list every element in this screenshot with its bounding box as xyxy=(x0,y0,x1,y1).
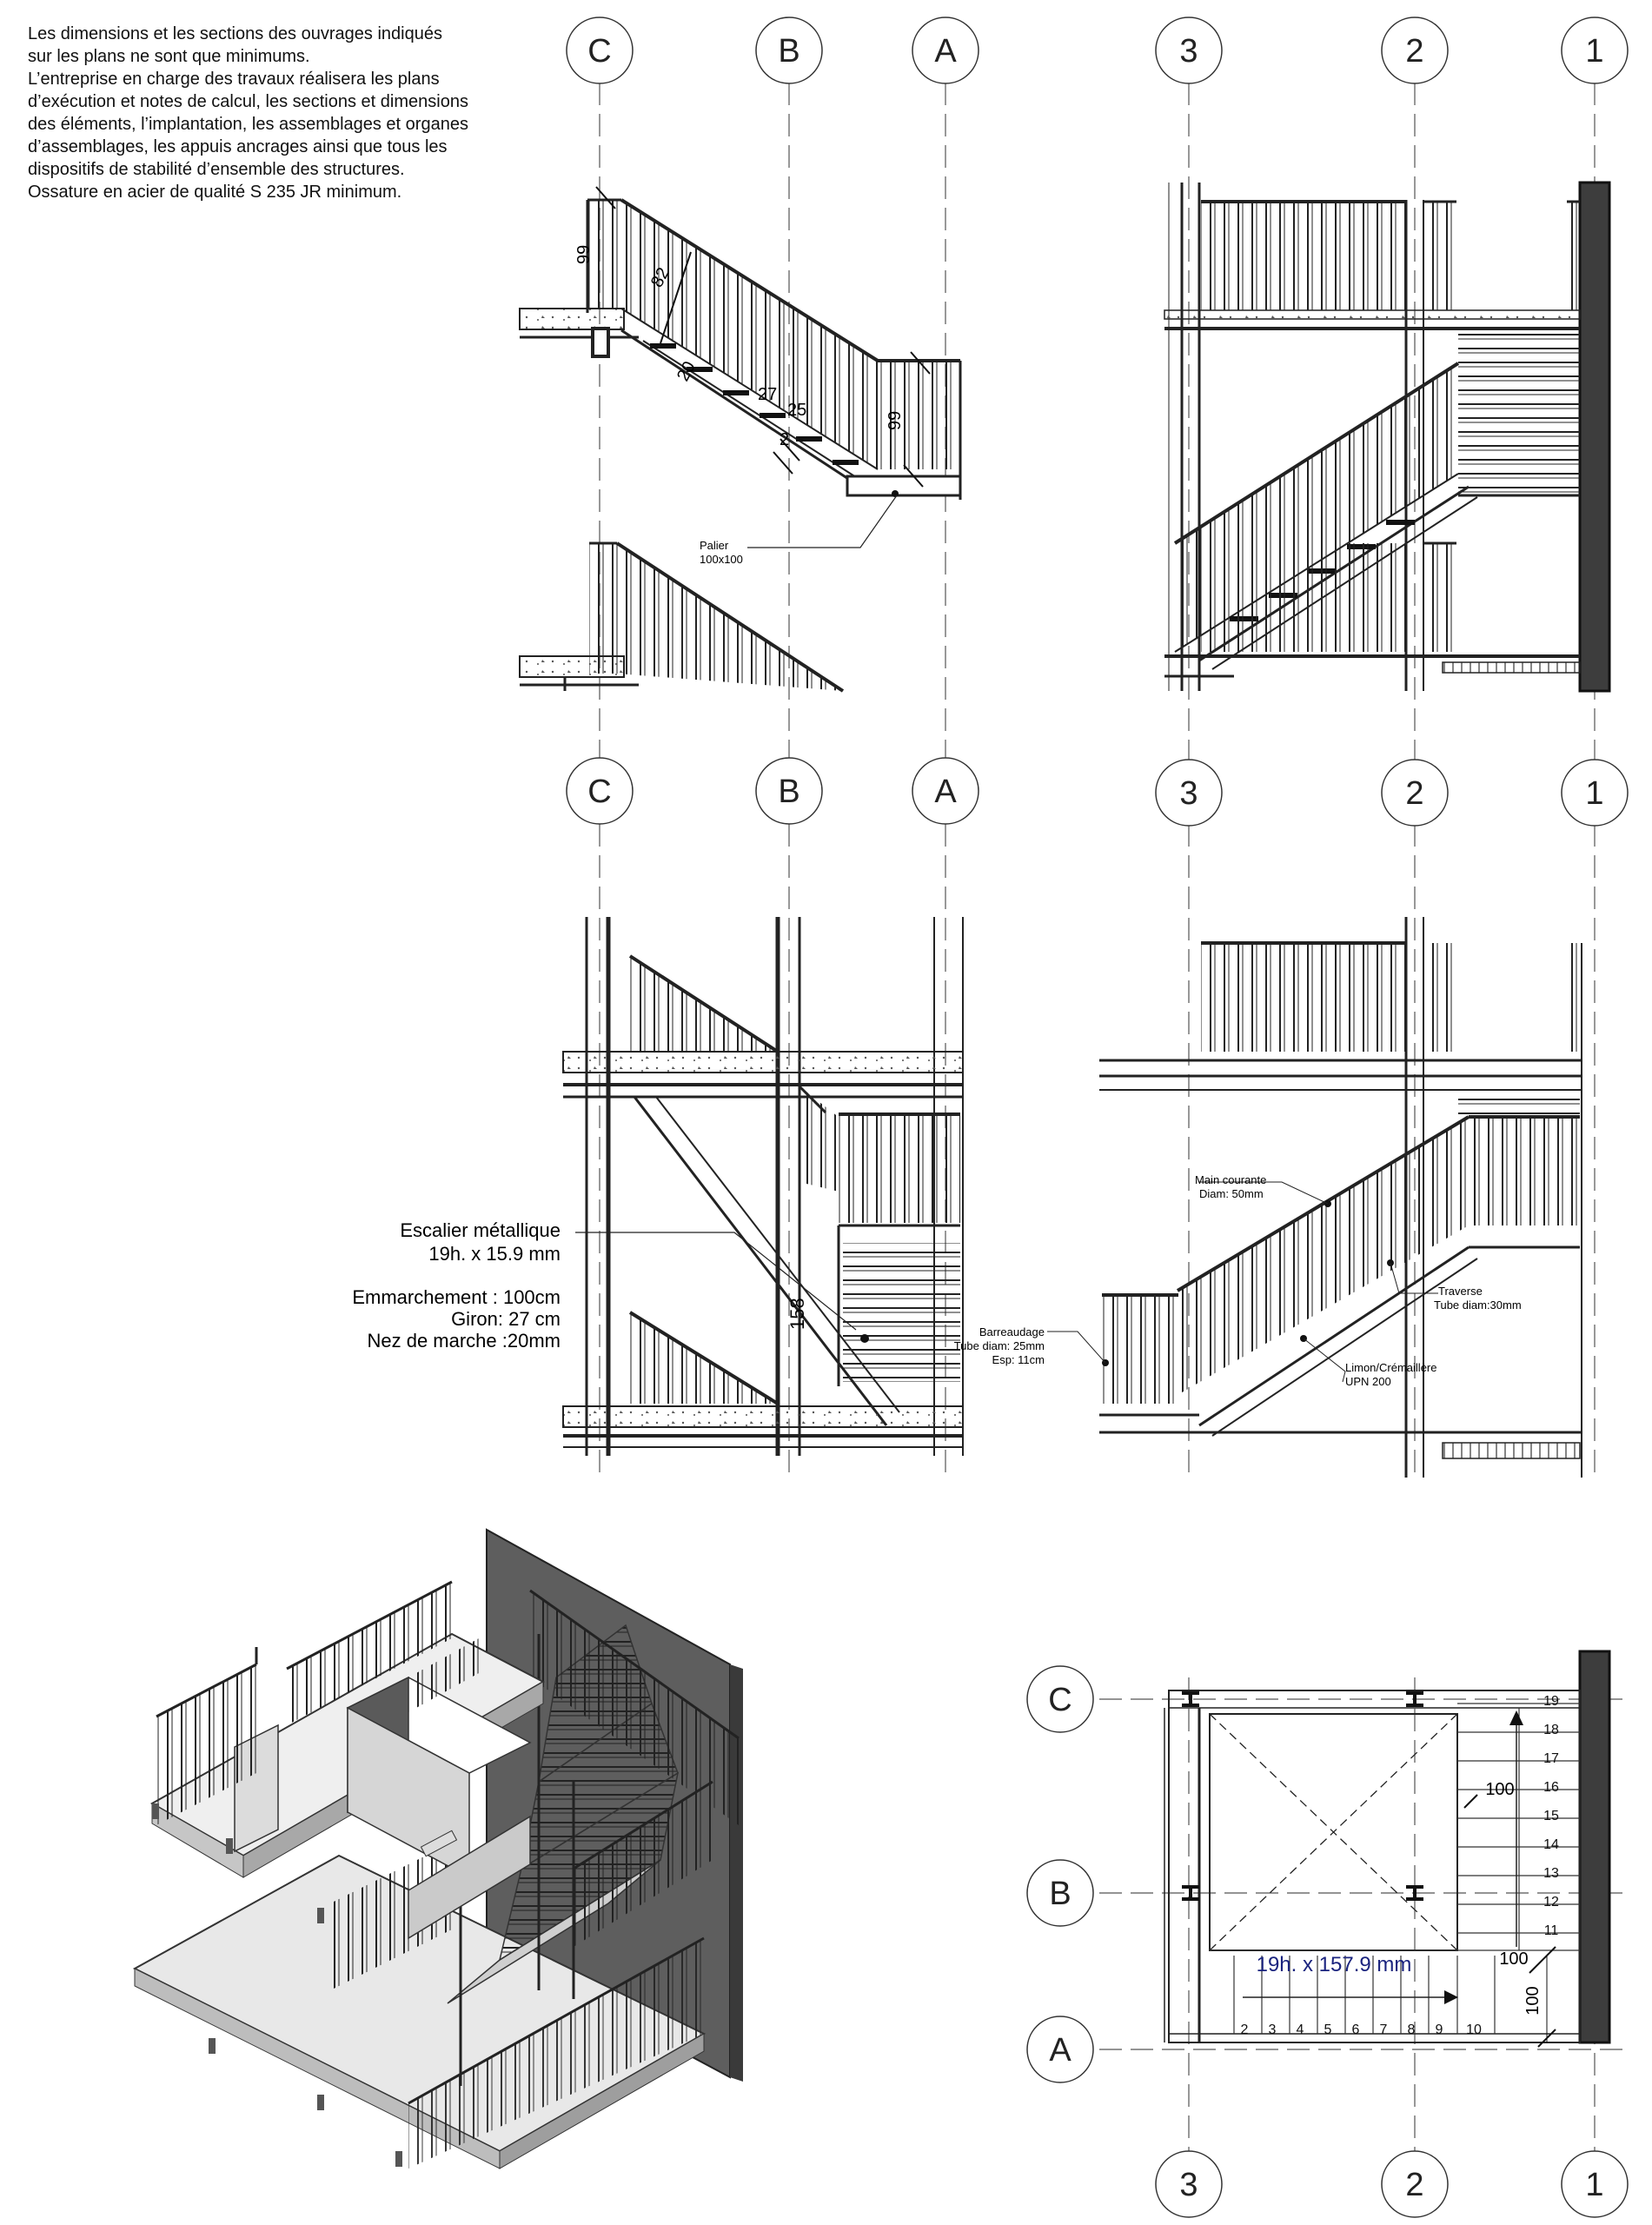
plan-view: 100 100 100 19 18 17 16 15 14 13 12 11 2… xyxy=(1164,1650,1611,2048)
giron: Giron: 27 cm xyxy=(451,1308,561,1330)
step-10: 10 xyxy=(1466,2022,1482,2037)
grid-label-c-top: C xyxy=(587,33,611,70)
note-line-5: des éléments, l’implantation, les assemb… xyxy=(28,115,468,134)
grid-label-3-mid: 3 xyxy=(1179,775,1198,812)
grid-label-2-top: 2 xyxy=(1405,33,1423,70)
escalier-title: Escalier métallique xyxy=(400,1219,561,1241)
grid-label-c-mid: C xyxy=(587,774,611,810)
step-16: 16 xyxy=(1543,1780,1559,1795)
step-5: 5 xyxy=(1324,2022,1332,2037)
grid-bubble-1-mid xyxy=(1561,759,1629,827)
dim-27: 27 xyxy=(758,385,777,404)
plan-dim-100-b: 100 xyxy=(1499,1949,1528,1969)
limon-label: Limon/Crémaillère xyxy=(1345,1361,1436,1374)
nez-de-marche: Nez de marche :20mm xyxy=(367,1330,561,1352)
grid-bubble-3-top xyxy=(1155,17,1223,84)
note-line-1: Les dimensions et les sections des ouvra… xyxy=(28,24,442,43)
dim-2: 2 xyxy=(780,430,789,449)
section-mid-left: Escalier métallique 19h. x 15.9 mm Emmar… xyxy=(352,917,964,1456)
grid-bubble-3-mid xyxy=(1155,759,1223,827)
dim-25: 25 xyxy=(787,401,806,420)
main-courante-diam: Diam: 50mm xyxy=(1199,1187,1264,1200)
grid-bubble-2-top xyxy=(1381,17,1449,84)
grid-bubble-a-top xyxy=(912,17,979,84)
main-courante-label: Main courante xyxy=(1195,1173,1266,1186)
palier-label: Palier xyxy=(700,539,729,552)
step-11: 11 xyxy=(1544,1923,1559,1938)
step-18: 18 xyxy=(1543,1723,1559,1737)
grid-label-b-plan: B xyxy=(1049,1876,1071,1912)
isometric-view xyxy=(132,1528,743,2169)
grid-bubble-c-top xyxy=(566,17,634,84)
note-line-3: L’entreprise en charge des travaux réali… xyxy=(28,70,440,89)
grid-label-1-mid: 1 xyxy=(1585,775,1603,812)
emmarchement: Emmarchement : 100cm xyxy=(352,1286,561,1308)
barreaudage-esp: Esp: 11cm xyxy=(992,1353,1045,1366)
barreaudage-tube: Tube diam: 25mm xyxy=(954,1339,1045,1352)
step-19: 19 xyxy=(1543,1694,1559,1709)
grid-bubble-b-mid xyxy=(755,757,823,825)
grid-label-3-plan: 3 xyxy=(1179,2167,1198,2203)
grid-bubble-c-mid xyxy=(566,757,634,825)
general-notes: Les dimensions et les sections des ouvra… xyxy=(28,23,549,203)
note-line-8: Ossature en acier de qualité S 235 JR mi… xyxy=(28,183,402,202)
step-3: 3 xyxy=(1269,2022,1277,2037)
plan-stair-spec: 19h. x 157.9 mm xyxy=(1257,1953,1412,1976)
step-12: 12 xyxy=(1543,1895,1559,1910)
grid-bubble-a-mid xyxy=(912,757,979,825)
grid-bubble-b-plan xyxy=(1026,1859,1094,1927)
grid-bubble-2-plan xyxy=(1381,2150,1449,2218)
dim-99-a: 99 xyxy=(574,245,594,264)
palier-size: 100x100 xyxy=(700,553,743,566)
grid-bubble-b-top xyxy=(755,17,823,84)
grid-label-b-top: B xyxy=(778,33,799,70)
grid-bubble-1-plan xyxy=(1561,2150,1629,2218)
plan-dim-100-a: 100 xyxy=(1485,1780,1514,1799)
grid-bubble-1-top xyxy=(1561,17,1629,84)
grid-label-a-mid: A xyxy=(934,774,957,810)
step-6: 6 xyxy=(1352,2022,1360,2037)
note-line-2: sur les plans ne sont que minimums. xyxy=(28,47,310,66)
grid-label-2-plan: 2 xyxy=(1405,2167,1423,2203)
dim-158: 158 xyxy=(786,1298,808,1330)
grid-label-a-top: A xyxy=(934,33,957,70)
grid-bubble-c-plan xyxy=(1026,1665,1094,1733)
step-17: 17 xyxy=(1543,1751,1559,1766)
step-15: 15 xyxy=(1543,1809,1559,1823)
traverse-diam: Tube diam:30mm xyxy=(1434,1298,1522,1312)
step-2: 2 xyxy=(1241,2022,1249,2037)
plan-dim-100-c: 100 xyxy=(1523,1986,1543,2015)
limon-profile: UPN 200 xyxy=(1345,1375,1391,1388)
dim-99-b: 99 xyxy=(886,411,905,430)
note-line-4: d’exécution et notes de calcul, les sect… xyxy=(28,92,468,111)
step-13: 13 xyxy=(1543,1866,1559,1881)
step-7: 7 xyxy=(1380,2022,1388,2037)
section-mid-right: Main courante Diam: 50mm Traverse Tube d… xyxy=(954,917,1582,1478)
traverse-label: Traverse xyxy=(1438,1285,1483,1298)
note-line-6: d’assemblages, les appuis ancrages ainsi… xyxy=(28,137,448,156)
grid-bubble-3-plan xyxy=(1155,2150,1223,2218)
grid-label-1-plan: 1 xyxy=(1585,2167,1603,2203)
step-8: 8 xyxy=(1408,2022,1416,2037)
section-top-left: 99 82 20 27 25 2 99 Palier 100x100 xyxy=(519,186,962,693)
grid-label-c-plan: C xyxy=(1048,1682,1071,1718)
section-top-right xyxy=(1164,181,1611,693)
escalier-spec: 19h. x 15.9 mm xyxy=(428,1243,561,1265)
barreaudage-label: Barreaudage xyxy=(979,1325,1045,1338)
grid-bubble-a-plan xyxy=(1026,2016,1094,2083)
grid-label-b-mid: B xyxy=(778,774,799,810)
grid-label-2-mid: 2 xyxy=(1405,775,1423,812)
grid-label-3-top: 3 xyxy=(1179,33,1198,70)
note-line-7: dispositifs de stabilité d’ensemble des … xyxy=(28,160,405,179)
step-9: 9 xyxy=(1436,2022,1443,2037)
step-14: 14 xyxy=(1543,1837,1559,1852)
step-4: 4 xyxy=(1297,2022,1304,2037)
grid-label-a-plan: A xyxy=(1049,2032,1071,2069)
grid-label-1-top: 1 xyxy=(1585,33,1603,70)
grid-bubble-2-mid xyxy=(1381,759,1449,827)
